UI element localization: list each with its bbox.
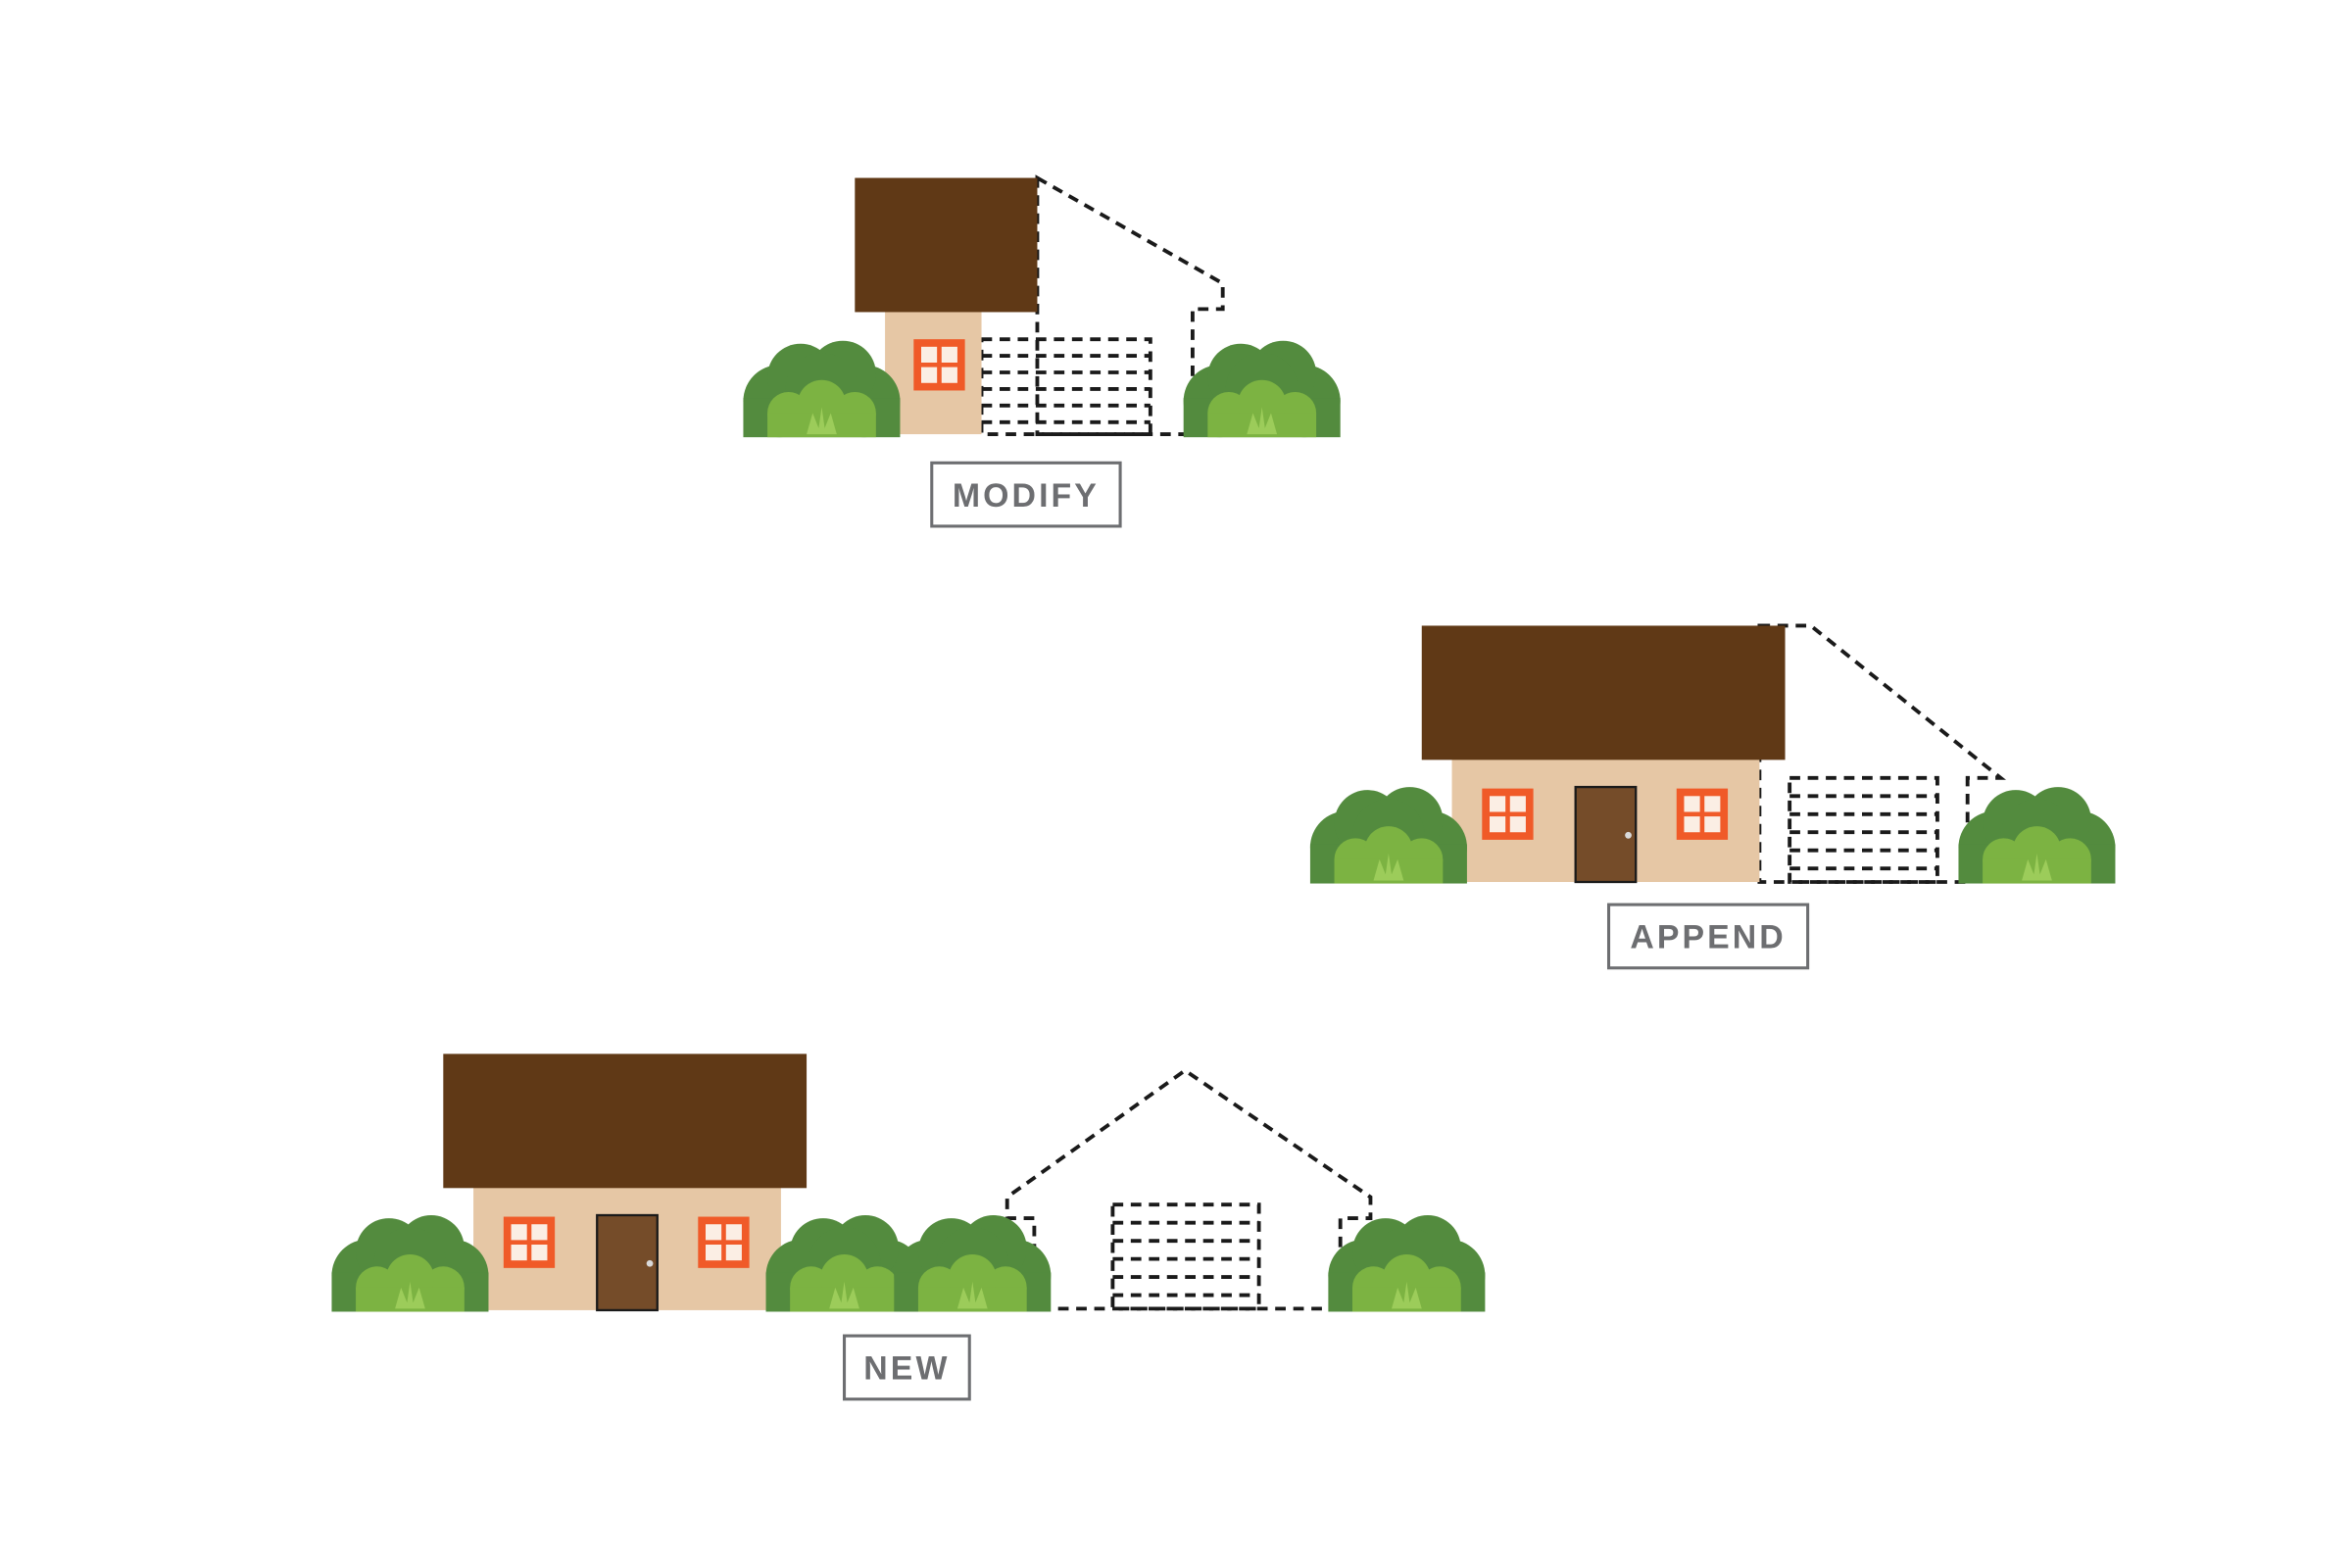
append-door — [1574, 785, 1638, 884]
modify-house — [855, 177, 1038, 435]
append-label-text: APPEND — [1630, 919, 1786, 956]
modify-house-roof — [855, 177, 1038, 313]
modify-group: MODIFY — [743, 174, 1341, 528]
new-bush-1 — [331, 1215, 489, 1312]
append-label: APPEND — [1607, 903, 1810, 970]
modify-bush-right — [1183, 340, 1341, 438]
new-house-roof — [443, 1054, 808, 1189]
modify-dashed-garage — [979, 174, 1225, 436]
modify-label-text: MODIFY — [953, 477, 1100, 514]
append-bush-right — [1958, 787, 2116, 884]
new-bush-4 — [1328, 1215, 1486, 1312]
append-bush-left — [1309, 787, 1467, 884]
new-label: NEW — [843, 1334, 971, 1401]
new-house — [443, 1054, 808, 1312]
modify-window — [913, 339, 965, 391]
modify-label: MODIFY — [930, 461, 1122, 528]
append-window-right — [1676, 788, 1729, 840]
new-bush-3 — [894, 1215, 1052, 1312]
append-house — [1421, 625, 1786, 884]
new-window-right — [698, 1216, 750, 1268]
new-window-left — [503, 1216, 556, 1268]
append-group: APPEND — [1309, 623, 2116, 970]
new-door — [596, 1213, 659, 1312]
modify-bush-left — [743, 340, 901, 438]
append-window-left — [1482, 788, 1534, 840]
new-label-text: NEW — [863, 1350, 950, 1388]
append-house-roof — [1421, 625, 1786, 760]
new-dashed-garage — [1004, 1067, 1373, 1311]
new-group: NEW — [331, 1054, 1486, 1401]
